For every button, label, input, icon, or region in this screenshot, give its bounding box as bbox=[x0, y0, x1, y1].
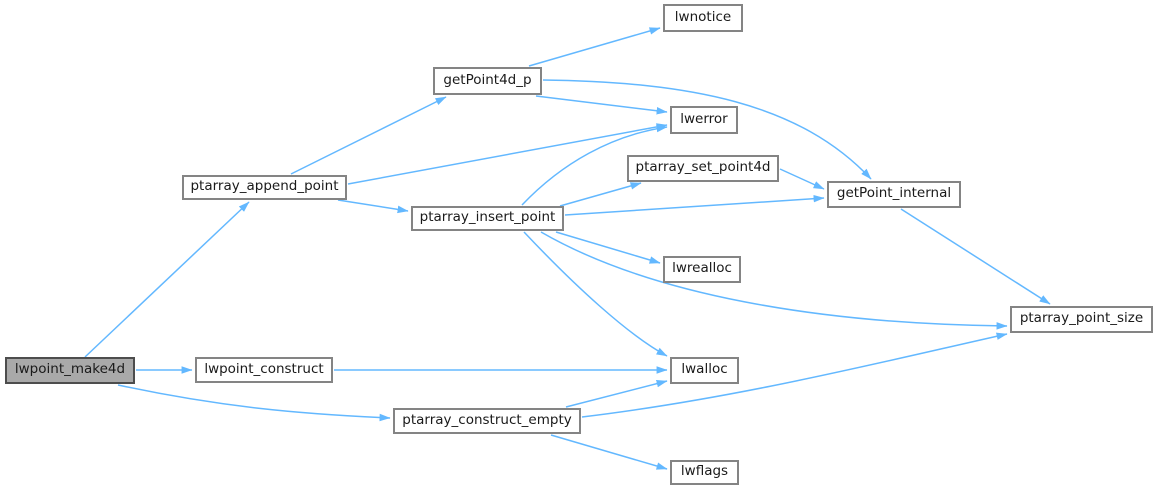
graph-node-lwflags[interactable]: lwflags bbox=[670, 460, 739, 485]
edge-lwpoint_make4d-to-ptarray_append_point bbox=[84, 201, 250, 358]
edge-ptarray_insert_point-to-lwalloc bbox=[523, 231, 668, 357]
graph-node-getPoint_internal[interactable]: getPoint_internal bbox=[827, 181, 961, 208]
edge-getPoint4d_p-to-lwnotice bbox=[528, 27, 661, 67]
graph-node-label: getPoint4d_p bbox=[443, 71, 532, 88]
graph-node-ptarray_insert_point[interactable]: ptarray_insert_point bbox=[411, 206, 564, 231]
edge-ptarray_construct_empty-to-lwflags bbox=[550, 434, 668, 470]
graph-node-label: lwnotice bbox=[674, 8, 732, 25]
graph-node-getPoint4d_p[interactable]: getPoint4d_p bbox=[433, 67, 542, 95]
graph-node-lwpoint_make4d: lwpoint_make4d bbox=[5, 357, 135, 384]
edge-ptarray_insert_point-to-ptarray_point_size bbox=[540, 231, 1008, 330]
edge-ptarray_construct_empty-to-ptarray_point_size bbox=[581, 332, 1008, 418]
edge-lwpoint_make4d-to-ptarray_construct_empty bbox=[117, 384, 391, 422]
edge-ptarray_construct_empty-to-lwalloc bbox=[565, 379, 668, 408]
edge-ptarray_insert_point-to-lwerror bbox=[521, 124, 668, 206]
graph-node-lwerror[interactable]: lwerror bbox=[670, 106, 738, 134]
graph-node-label: lwpoint_construct bbox=[204, 360, 324, 377]
graph-node-ptarray_set_point4d[interactable]: ptarray_set_point4d bbox=[627, 155, 779, 182]
graph-node-label: ptarray_append_point bbox=[190, 178, 339, 195]
edge-ptarray_append_point-to-ptarray_insert_point bbox=[337, 199, 409, 214]
graph-node-ptarray_append_point[interactable]: ptarray_append_point bbox=[182, 175, 347, 200]
graph-node-label: ptarray_set_point4d bbox=[635, 159, 771, 176]
graph-node-lwalloc[interactable]: lwalloc bbox=[670, 357, 739, 384]
edge-ptarray_append_point-to-lwerror bbox=[347, 123, 668, 185]
edge-ptarray_set_point4d-to-getPoint_internal bbox=[779, 168, 825, 190]
graph-node-label: lwalloc bbox=[681, 361, 728, 378]
edge-ptarray_insert_point-to-lwrealloc bbox=[555, 231, 661, 264]
edge-getPoint4d_p-to-getPoint_internal bbox=[542, 79, 872, 180]
graph-node-label: ptarray_construct_empty bbox=[402, 411, 572, 428]
graph-node-label: lwflags bbox=[680, 463, 729, 480]
graph-node-label: ptarray_insert_point bbox=[419, 209, 556, 226]
graph-node-label: getPoint_internal bbox=[836, 185, 952, 202]
edge-getPoint4d_p-to-lwerror bbox=[535, 95, 668, 115]
graph-node-ptarray_point_size[interactable]: ptarray_point_size bbox=[1010, 306, 1153, 333]
graph-node-label: ptarray_point_size bbox=[1019, 310, 1144, 327]
graph-node-lwrealloc[interactable]: lwrealloc bbox=[663, 256, 741, 283]
edge-ptarray_insert_point-to-ptarray_set_point4d bbox=[559, 182, 642, 207]
graph-node-lwpoint_construct[interactable]: lwpoint_construct bbox=[195, 357, 333, 383]
graph-node-ptarray_construct_empty[interactable]: ptarray_construct_empty bbox=[393, 408, 581, 434]
edge-getPoint_internal-to-ptarray_point_size bbox=[900, 208, 1051, 305]
graph-node-label: lwrealloc bbox=[672, 260, 732, 277]
edge-ptarray_append_point-to-getPoint4d_p bbox=[290, 96, 447, 175]
edge-ptarray_insert_point-to-getPoint_internal bbox=[564, 194, 825, 216]
graph-node-label: lwerror bbox=[680, 110, 728, 127]
graph-node-lwnotice[interactable]: lwnotice bbox=[663, 4, 743, 32]
graph-node-label: lwpoint_make4d bbox=[14, 361, 126, 378]
